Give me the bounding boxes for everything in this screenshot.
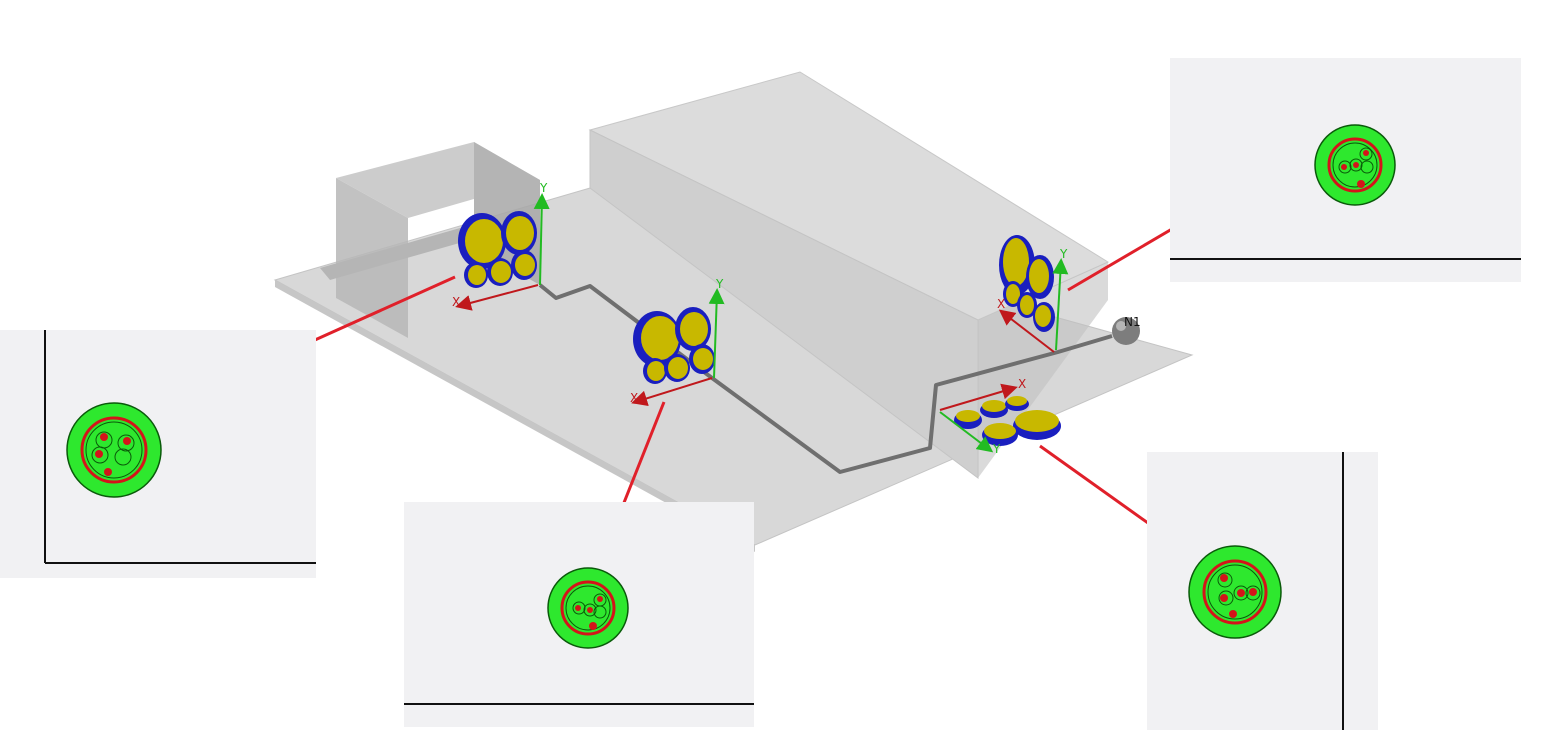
axis-triad-2: X Y <box>630 277 725 407</box>
axis-triad-4: X Y <box>939 377 1026 456</box>
axis-y-label-4: Y <box>992 442 1001 456</box>
axis-y-label-2: Y <box>715 277 724 291</box>
node-n1-label: N1 <box>1124 315 1141 329</box>
cross-section-panel-middle[interactable] <box>404 502 754 727</box>
axis-y-label-1: Y <box>539 181 548 195</box>
cross-section-middle <box>547 567 629 649</box>
node-n1[interactable]: N1 <box>1112 315 1141 345</box>
cable-path <box>538 283 1113 474</box>
conductor-bundle-3[interactable] <box>999 235 1055 332</box>
cross-section-panel-top-right[interactable] <box>1170 58 1521 282</box>
axis-y-label-3: Y <box>1059 247 1068 261</box>
cross-section-panel-left[interactable] <box>0 330 316 578</box>
conductor-bundle-2[interactable] <box>633 307 715 384</box>
cross-section-bottom-right <box>1188 545 1282 639</box>
cross-section-top-right <box>1314 124 1396 206</box>
axis-x-label-1: X <box>452 295 460 309</box>
axis-x-label-3: X <box>997 297 1005 311</box>
axis-triad-1: X Y <box>452 181 550 311</box>
axis-x-label-4: X <box>1018 377 1026 391</box>
axis-x-label-2: X <box>630 391 638 405</box>
cross-section-panel-bottom-right[interactable] <box>1147 452 1378 730</box>
conductor-bundle-1[interactable] <box>458 211 537 288</box>
axis-triad-3: X Y <box>997 247 1069 353</box>
cross-section-left <box>66 402 162 498</box>
